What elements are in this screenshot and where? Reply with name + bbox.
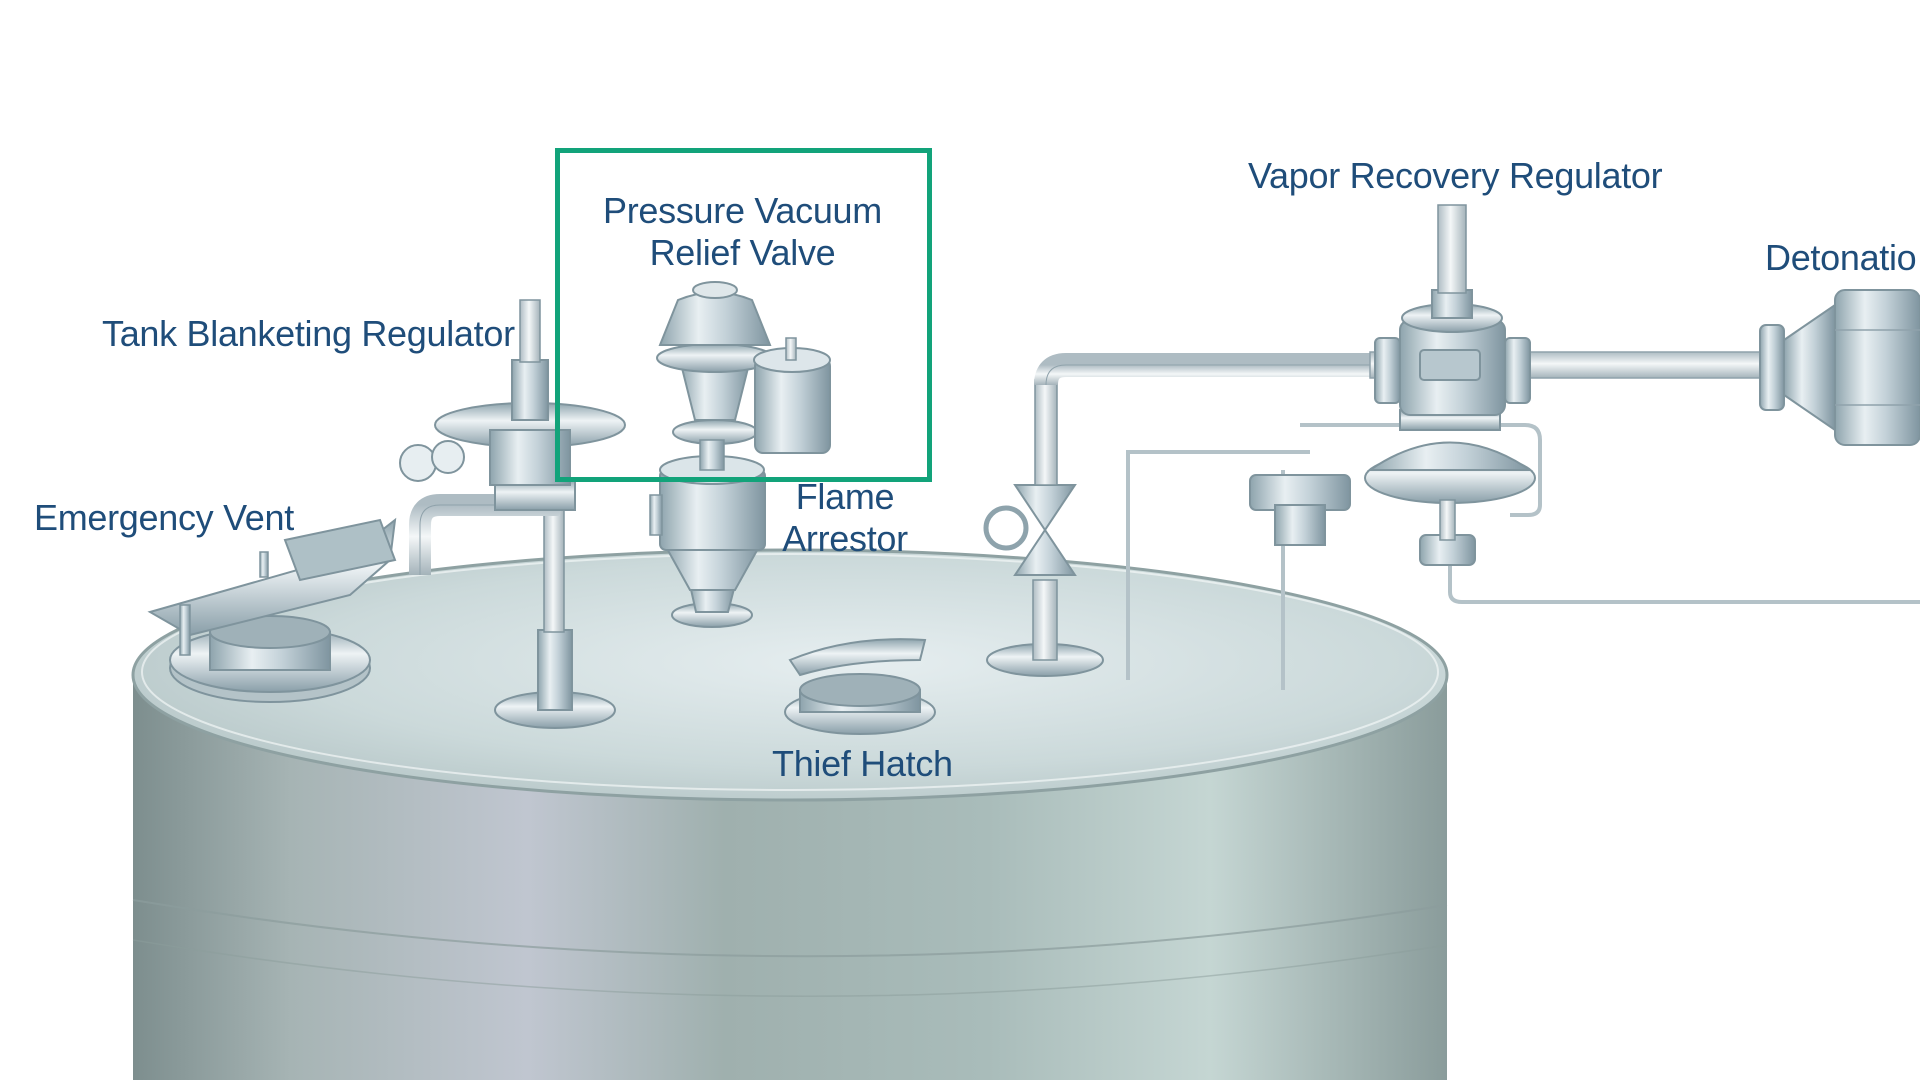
label-detonation-arrestor: Detonatio	[1765, 237, 1917, 278]
label-tank-blanketing-regulator: Tank Blanketing Regulator	[102, 313, 515, 354]
label-emergency-vent: Emergency Vent	[34, 497, 294, 538]
flame-arrestor-illustration	[649, 439, 766, 628]
tank-blanketing-regulator-illustration	[399, 299, 626, 729]
detonation-arrestor-illustration	[1759, 289, 1920, 446]
thief-hatch-illustration	[784, 638, 936, 735]
label-pressure-vacuum-relief-valve: Pressure Vacuum Relief Valve	[600, 190, 885, 274]
label-pressure-vacuum-line1: Pressure Vacuum	[603, 190, 882, 231]
label-flame-arrestor-line2: Arrestor	[782, 518, 908, 559]
label-flame-arrestor-line1: Flame	[795, 476, 895, 517]
label-thief-hatch: Thief Hatch	[772, 743, 953, 784]
pressure-vacuum-relief-valve-illustration	[656, 281, 831, 454]
emergency-vent-illustration	[147, 517, 397, 703]
label-pressure-vacuum-line2: Relief Valve	[649, 232, 836, 273]
gate-valve-illustration	[983, 353, 1370, 677]
label-vapor-recovery-regulator: Vapor Recovery Regulator	[1248, 155, 1663, 196]
label-flame-arrestor: Flame Arrestor	[770, 476, 920, 560]
storage-tank	[131, 548, 1449, 1080]
